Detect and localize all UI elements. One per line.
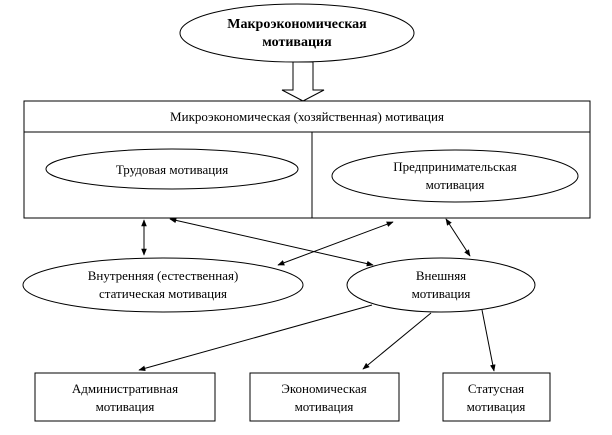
economic-motivation-label-line1: Экономическая	[281, 381, 366, 396]
edge-external-economic	[362, 312, 432, 370]
internal-motivation-label-line2: статическая мотивация	[99, 286, 227, 301]
macro-motivation-ellipse	[179, 3, 415, 63]
external-motivation-node: Внешняя мотивация	[346, 257, 536, 313]
macro-motivation-label-line1: Макроэкономическая	[227, 17, 367, 32]
entrepreneurial-motivation-node: Предпринимательская мотивация	[331, 149, 579, 203]
administrative-motivation-label-line1: Административная	[72, 381, 178, 396]
macro-motivation-node: Макроэкономическая мотивация	[179, 3, 415, 63]
external-motivation-label-line1: Внешняя	[416, 268, 466, 283]
entrepreneurial-motivation-label-line1: Предпринимательская	[393, 159, 517, 174]
administrative-motivation-label-line2: мотивация	[96, 399, 155, 414]
labor-motivation-ellipse	[45, 148, 299, 190]
internal-motivation-label-line1: Внутренняя (естественная)	[88, 268, 239, 283]
economic-motivation-label-line2: мотивация	[295, 399, 354, 414]
entrepreneurial-motivation-label-line2: мотивация	[426, 177, 485, 192]
administrative-motivation-node: Административная мотивация	[34, 372, 216, 422]
edge-entrepreneurial-internal	[277, 221, 394, 266]
edge-micro-external-right	[445, 218, 471, 257]
status-motivation-box	[442, 372, 551, 422]
status-motivation-label-line2: мотивация	[467, 399, 526, 414]
external-motivation-ellipse	[346, 257, 536, 313]
internal-motivation-ellipse	[22, 257, 304, 313]
administrative-motivation-box	[34, 372, 216, 422]
edge-external-status	[481, 309, 496, 372]
economic-motivation-node: Экономическая мотивация	[249, 372, 400, 422]
edge-micro-external	[169, 217, 374, 267]
status-motivation-node: Статусная мотивация	[442, 372, 551, 422]
economic-motivation-box	[249, 372, 400, 422]
macro-motivation-label-line2: мотивация	[262, 35, 332, 50]
edge-external-administrative	[138, 304, 373, 372]
macro-to-micro-block-arrow	[281, 61, 325, 102]
labor-motivation-node: Трудовая мотивация	[45, 148, 299, 190]
internal-motivation-node: Внутренняя (естественная) статическая мо…	[22, 257, 304, 313]
micro-motivation-box: Микроэкономическая (хозяйственная) мотив…	[23, 100, 591, 219]
entrepreneurial-motivation-ellipse	[331, 149, 579, 203]
labor-motivation-label: Трудовая мотивация	[116, 162, 228, 177]
micro-motivation-title: Микроэкономическая (хозяйственная) мотив…	[170, 109, 444, 124]
external-motivation-label-line2: мотивация	[412, 286, 471, 301]
status-motivation-label-line1: Статусная	[468, 381, 524, 396]
